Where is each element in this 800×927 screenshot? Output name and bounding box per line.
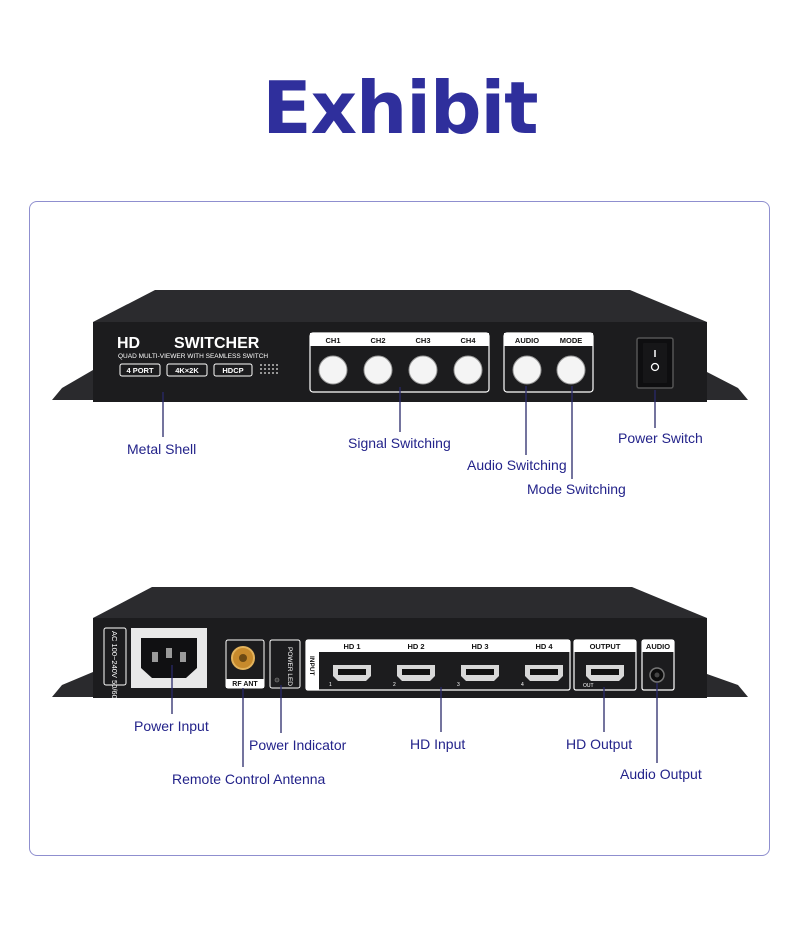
- power-led: [274, 677, 280, 683]
- label-hd1: HD 1: [343, 642, 360, 651]
- badge-4port: 4 PORT: [126, 366, 154, 375]
- front-top-surface: [93, 290, 707, 322]
- inlet-pin: [180, 652, 186, 662]
- ir-receiver-grille: [260, 364, 278, 374]
- callout-audio-output: Audio Output: [620, 766, 702, 782]
- rf-label-bar: [226, 679, 264, 688]
- label-ch4: CH4: [460, 336, 476, 345]
- label-hd4: HD 4: [535, 642, 553, 651]
- power-led-label: POWER LED: [286, 647, 293, 686]
- label-hd2: HD 2: [407, 642, 424, 651]
- output-label: OUTPUT: [590, 642, 621, 651]
- ac-voltage-label: AC 100~240V 50/60HZ: [110, 631, 119, 709]
- audio-jack-core: [654, 672, 660, 678]
- input-label: INPUT: [308, 656, 315, 676]
- label-ch1: CH1: [325, 336, 340, 345]
- callout-power-indicator: Power Indicator: [249, 737, 347, 753]
- function-header-bar: [504, 333, 593, 346]
- rf-ant-label: RF ANT: [232, 681, 258, 688]
- badge-frame: [213, 363, 253, 377]
- ac-label-frame: [103, 627, 127, 686]
- ch4-button: [453, 355, 483, 385]
- exhibit-panel: [29, 201, 770, 856]
- badge-4k2k: 4K×2K: [175, 366, 199, 375]
- output-header-bar: [574, 640, 636, 652]
- rear-right-ear: [707, 674, 748, 697]
- inlet-pin: [152, 652, 158, 662]
- brand-tagline: QUAD MULTI-VIEWER WITH SEAMLESS SWITCH: [118, 353, 268, 360]
- audio-header-bar: [642, 640, 674, 652]
- badge-frame: [119, 363, 161, 377]
- page-title: Exhibit: [262, 66, 538, 150]
- out-small-label: OUT: [583, 683, 594, 689]
- callout-power-input: Power Input: [134, 718, 209, 734]
- power-led-frame: [269, 639, 301, 689]
- hdmi-port-1: [333, 665, 371, 681]
- hdmi-port-2: [397, 665, 435, 681]
- mode-button: [556, 355, 586, 385]
- port-number-3: 3: [457, 682, 460, 688]
- callout-power-switch: Power Switch: [618, 430, 703, 446]
- hdmi-port-4: [525, 665, 563, 681]
- callout-remote-antenna: Remote Control Antenna: [172, 771, 326, 787]
- ch1-button: [318, 355, 348, 385]
- rear-left-ear: [52, 672, 93, 697]
- callout-mode-switching: Mode Switching: [527, 481, 626, 497]
- callout-signal-switching: Signal Switching: [348, 435, 451, 451]
- front-left-ear: [52, 370, 93, 400]
- label-ch3: CH3: [415, 336, 430, 345]
- front-right-ear: [707, 372, 748, 400]
- badge-frame: [166, 363, 208, 377]
- callout-hd-output: HD Output: [566, 736, 633, 752]
- audio-button: [512, 355, 542, 385]
- label-mode: MODE: [560, 336, 583, 345]
- port-number-1: 1: [329, 682, 332, 688]
- ch3-button: [408, 355, 438, 385]
- hdmi-port-out: [586, 665, 624, 681]
- label-audio: AUDIO: [515, 336, 539, 345]
- callout-hd-input: HD Input: [410, 736, 466, 752]
- power-off-mark: [650, 362, 660, 372]
- inlet-pin: [166, 648, 172, 658]
- badge-hdcp: HDCP: [222, 366, 243, 375]
- rear-top-surface: [93, 587, 707, 618]
- callout-audio-switching: Audio Switching: [467, 457, 567, 473]
- input-side-bar: [306, 640, 319, 690]
- label-hd3: HD 3: [471, 642, 488, 651]
- hd-input-header-bar: [319, 640, 570, 652]
- ch2-button: [363, 355, 393, 385]
- callout-metal-shell: Metal Shell: [127, 441, 197, 457]
- rear-device: AC 100~240V 50/60HZ RF ANT POWER LED INP…: [52, 587, 748, 709]
- label-ch2: CH2: [370, 336, 385, 345]
- audio-output-label: AUDIO: [646, 642, 670, 651]
- hdmi-port-3: [461, 665, 499, 681]
- front-device: HD SWITCHER QUAD MULTI-VIEWER WITH SEAML…: [52, 290, 748, 402]
- brand-hd: HD: [117, 335, 140, 352]
- brand-switcher: SWITCHER: [174, 335, 260, 352]
- channel-header-bar: [310, 333, 489, 346]
- port-number-2: 2: [393, 682, 396, 688]
- rf-antenna-core: [239, 654, 247, 662]
- front-leader-lines: [162, 386, 656, 479]
- rear-leader-lines: [171, 665, 658, 767]
- port-number-4: 4: [521, 682, 524, 688]
